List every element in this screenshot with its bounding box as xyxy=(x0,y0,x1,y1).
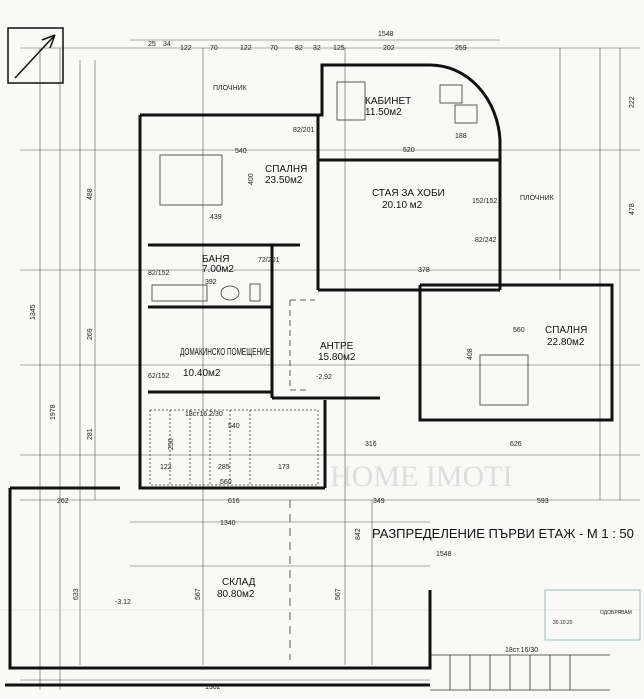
room-kabinet-area: 11.50м2 xyxy=(365,107,402,118)
stairs-upper xyxy=(149,409,319,486)
room-bedroom2-area: 22.80м2 xyxy=(547,337,585,348)
sink xyxy=(220,285,240,301)
dim-label: 1345 xyxy=(30,304,37,320)
dim-label: 378 xyxy=(418,267,430,274)
desk xyxy=(336,81,366,121)
dim-label: 593 xyxy=(537,498,549,505)
dim-label: 285 xyxy=(218,464,230,471)
dim-label: 262 xyxy=(57,498,69,505)
stamp-text: ОДОБРЯВАМ xyxy=(600,610,632,616)
room-utility-area: 10.40м2 xyxy=(183,368,221,379)
watermark: HOME IMOTI xyxy=(330,460,512,493)
dim-label: 70 xyxy=(270,45,278,52)
room-storage-area: 80.80м2 xyxy=(217,589,255,600)
dim-label: 567 xyxy=(195,588,202,600)
dim-label: 82 xyxy=(295,45,303,52)
dim-label: 560 xyxy=(513,327,525,334)
toilet xyxy=(249,283,261,302)
dim-label: 616 xyxy=(228,498,240,505)
dim-label: 626 xyxy=(510,441,522,448)
room-hobby-name: СТАЯ ЗА ХОБИ xyxy=(372,188,445,199)
dim-label: 439 xyxy=(210,214,222,221)
dim-label: 122 xyxy=(160,464,172,471)
dim-label: 633 xyxy=(73,588,80,600)
dim-label: 540 xyxy=(228,423,240,430)
bed-left xyxy=(159,154,223,206)
dim-label: 400 xyxy=(248,173,255,185)
room-antre-area: 15.80м2 xyxy=(318,352,356,363)
dim-label: 520 xyxy=(403,147,415,154)
dim-label: 1362 xyxy=(205,684,221,691)
dimension-labels: 25 34 122 70 122 70 82 32 125 202 259 15… xyxy=(30,31,636,691)
dim-label: 349 xyxy=(373,498,385,505)
door-label: 72/201 xyxy=(258,257,280,264)
dim-label: 478 xyxy=(629,203,636,215)
stairs-label: 18ст16.2/30 xyxy=(185,411,223,418)
room-bath-area: 7.00м2 xyxy=(202,264,234,275)
room-kabinet-name: КАБИНЕТ xyxy=(365,96,411,107)
dim-label: 1548 xyxy=(436,551,452,558)
dim-label: 25 xyxy=(148,41,156,48)
stairs-lower xyxy=(430,654,610,691)
room-bedroom1-name: СПАЛНЯ xyxy=(265,164,307,175)
armchair xyxy=(439,84,463,104)
dashed-outline xyxy=(289,299,315,391)
level-mark: -3.12 xyxy=(115,599,131,606)
dim-label: 70 xyxy=(210,45,218,52)
dim-label: 269 xyxy=(87,328,94,340)
dim-label: 259 xyxy=(455,45,467,52)
dim-label: 202 xyxy=(383,45,395,52)
room-bedroom2-name: СПАЛНЯ xyxy=(545,325,587,336)
door-label: 152/152 xyxy=(472,198,497,205)
dim-label: 1978 xyxy=(50,404,57,420)
drawing-title: РАЗПРЕДЕЛЕНИЕ ПЪРВИ ЕТАЖ - М 1 : 50 xyxy=(372,526,634,541)
dim-label: 122 xyxy=(240,45,252,52)
dim-label: 316 xyxy=(365,441,377,448)
furniture xyxy=(149,81,641,691)
dim-label: 842 xyxy=(355,528,362,540)
bed-right xyxy=(479,354,529,406)
room-storage-name: СКЛАД xyxy=(222,577,256,588)
approval-stamp xyxy=(544,589,641,641)
dim-label: 392 xyxy=(205,279,217,286)
stairs-label: 18ст.16/30 xyxy=(505,647,538,654)
room-bath-name: БАНЯ xyxy=(202,254,229,265)
dim-label: 408 xyxy=(467,348,474,360)
armchair xyxy=(454,104,478,124)
dim-label: 173 xyxy=(278,464,290,471)
dim-label: 125 xyxy=(333,45,345,52)
level-mark: -2.92 xyxy=(316,374,332,381)
dim-label: 250 xyxy=(168,438,175,450)
sidewalk-label: ПЛОЧНИК xyxy=(213,85,248,92)
north-arrow-icon xyxy=(7,27,64,84)
door-label: 82/242 xyxy=(475,237,497,244)
dim-label: 34 xyxy=(163,41,171,48)
stamp-date: 30.10.20 xyxy=(553,620,573,626)
dim-label: 488 xyxy=(87,188,94,200)
dimension-lines xyxy=(0,39,640,690)
room-bedroom1-area: 23.50м2 xyxy=(265,175,303,186)
dim-label: 567 xyxy=(335,588,342,600)
room-utility-name: ДОМАКИНСКО ПОМЕЩЕНИЕ xyxy=(180,347,270,358)
room-antre-name: АНТРЕ xyxy=(320,341,354,352)
dim-label: 188 xyxy=(455,133,467,140)
sidewalk-label: ПЛОЧНИК xyxy=(520,195,555,202)
dim-label: 540 xyxy=(235,148,247,155)
dim-label: 32 xyxy=(313,45,321,52)
dim-label: 122 xyxy=(180,45,192,52)
room-hobby-area: 20.10 м2 xyxy=(382,200,423,211)
walls xyxy=(5,63,614,687)
room-labels: КАБИНЕТ 11.50м2 СПАЛНЯ 23.50м2 СТАЯ ЗА Х… xyxy=(115,85,634,654)
door-label: 82/201 xyxy=(293,127,315,134)
dim-label: 222 xyxy=(629,96,636,108)
door-label: 82/152 xyxy=(148,270,170,277)
dim-label: 560 xyxy=(220,479,232,486)
dim-label: 1548 xyxy=(378,31,394,38)
dim-label: 1340 xyxy=(220,520,236,527)
dim-label: 281 xyxy=(87,428,94,440)
door-label: 62/152 xyxy=(148,373,170,380)
bathtub xyxy=(151,284,208,302)
